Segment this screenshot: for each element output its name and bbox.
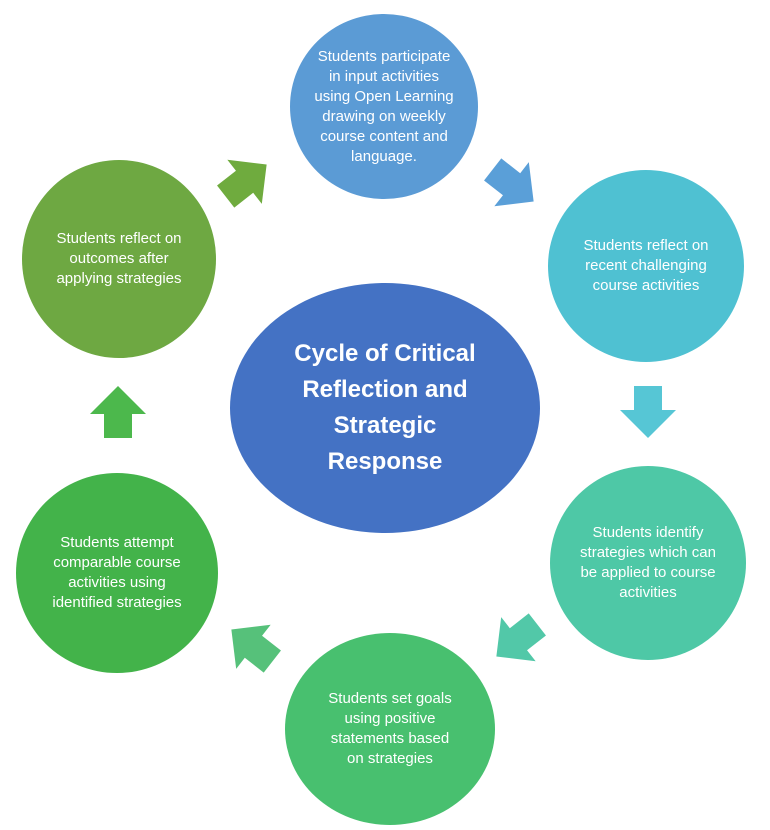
arrow-step6-to-step1 (217, 159, 267, 208)
step-label-4: Students set goals using positive statem… (328, 690, 452, 767)
center-node: Cycle of Critical Reflection and Strateg… (230, 283, 540, 533)
step-label-1: Students participate in input activities… (314, 47, 454, 165)
step-label-3: Students identify strategies which can b… (580, 524, 716, 601)
step-node-6: Students reflect on outcomes after apply… (22, 160, 216, 358)
center-label: Cycle of Critical Reflection and Strateg… (294, 340, 476, 475)
step-node-2: Students reflect on recent challenging c… (548, 170, 744, 362)
step-label-2: Students reflect on recent challenging c… (583, 237, 709, 294)
step-node-3: Students identify strategies which can b… (550, 466, 746, 660)
step-node-1: Students participate in input activities… (290, 14, 478, 199)
arrow-step3-to-step4 (496, 613, 546, 662)
step-node-5: Students attempt comparable course activ… (16, 473, 218, 673)
arrow-step2-to-step3 (620, 386, 676, 438)
step-label-6: Students reflect on outcomes after apply… (56, 230, 182, 287)
arrow-step1-to-step2 (484, 158, 534, 207)
arrow-step5-to-step6 (90, 386, 146, 438)
arrow-step4-to-step5 (231, 624, 281, 673)
step-node-4: Students set goals using positive statem… (285, 633, 495, 825)
step-label-5: Students attempt comparable course activ… (52, 534, 182, 611)
